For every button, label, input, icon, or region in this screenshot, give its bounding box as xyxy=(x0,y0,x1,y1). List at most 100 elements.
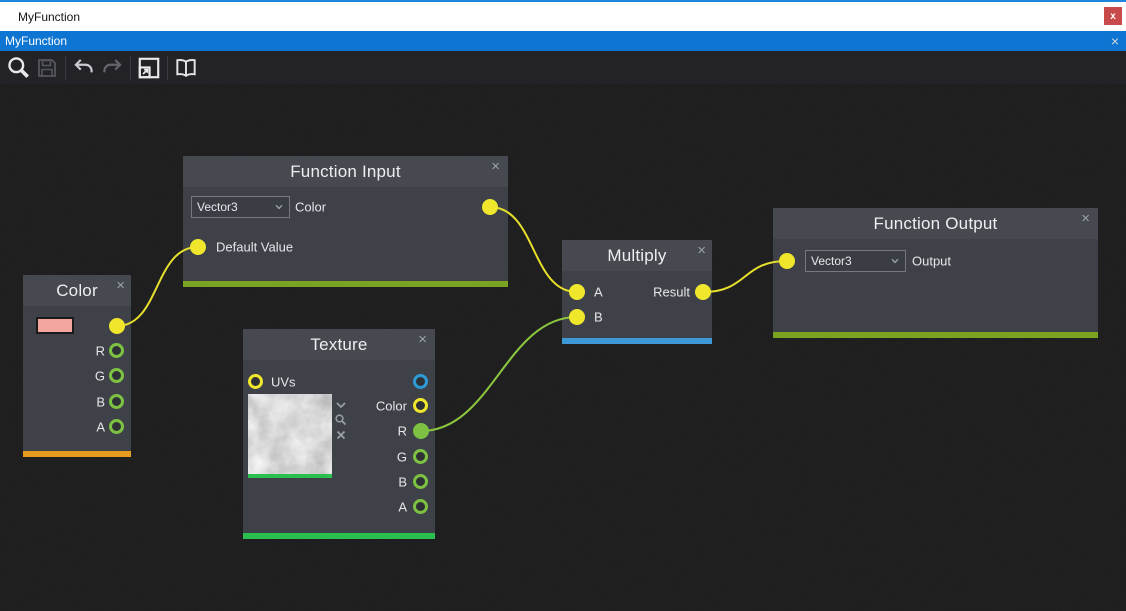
pin-label: Output xyxy=(912,253,952,269)
book-icon xyxy=(176,58,196,77)
pin-label: G xyxy=(94,368,105,384)
zoom-to-fit-icon xyxy=(138,57,160,78)
dropdown-value: Vector3 xyxy=(197,200,238,214)
save-icon xyxy=(38,58,56,77)
pin-label: A xyxy=(96,419,105,435)
toolbar-separator xyxy=(65,55,66,80)
node-header[interactable]: Function Output × xyxy=(773,208,1098,239)
color-swatch[interactable] xyxy=(36,317,74,334)
output-pin-a[interactable] xyxy=(109,419,124,434)
pin-label: G xyxy=(396,449,407,465)
x-icon xyxy=(336,430,346,440)
dropdown-value: Vector3 xyxy=(811,254,852,268)
pin-label: B xyxy=(594,309,603,325)
tab-title: MyFunction xyxy=(5,34,68,48)
output-pin-b[interactable] xyxy=(413,474,428,489)
input-pin-a[interactable] xyxy=(569,284,585,300)
toolbar-separator xyxy=(167,55,168,80)
node-header[interactable]: Multiply × xyxy=(562,240,712,271)
pin-label: B xyxy=(96,394,105,410)
input-pin-uvs[interactable] xyxy=(248,374,263,389)
close-icon[interactable]: × xyxy=(1081,210,1090,227)
zoom-to-fit-button[interactable] xyxy=(135,54,163,82)
node-texture[interactable]: Texture × UVs xyxy=(243,329,435,539)
output-pin-r[interactable] xyxy=(413,423,429,439)
output-pin-color[interactable] xyxy=(413,398,428,413)
redo-icon xyxy=(103,58,122,72)
preview-accent-bar xyxy=(248,474,332,478)
tab-myfunction[interactable]: MyFunction × xyxy=(0,31,1126,51)
search-icon xyxy=(8,56,29,78)
magnifier-icon xyxy=(335,414,347,426)
output-pin-result[interactable] xyxy=(695,284,711,300)
pin-label: A xyxy=(594,284,603,300)
redo-button[interactable] xyxy=(98,54,126,82)
output-pin-color[interactable] xyxy=(482,199,498,215)
node-header[interactable]: Function Input × xyxy=(183,156,508,187)
pin-label: Color xyxy=(295,199,327,215)
node-title: Texture xyxy=(310,334,368,354)
node-multiply[interactable]: Multiply × A B Result xyxy=(562,240,712,344)
node-accent-bar xyxy=(243,533,435,539)
search-button[interactable] xyxy=(5,54,33,82)
close-icon[interactable]: × xyxy=(697,242,706,259)
close-icon[interactable]: × xyxy=(418,331,427,348)
node-accent-bar xyxy=(773,332,1098,338)
tab-close-icon[interactable]: × xyxy=(1110,33,1119,49)
output-pin-rgba[interactable] xyxy=(109,318,125,334)
preview-inspect-button[interactable] xyxy=(334,413,348,427)
node-accent-bar xyxy=(23,451,131,457)
toolbar xyxy=(0,51,1126,84)
undo-button[interactable] xyxy=(70,54,98,82)
node-color[interactable]: Color × R G B A xyxy=(23,275,131,457)
node-title: Color xyxy=(56,280,98,300)
window-close-button[interactable]: x xyxy=(1104,7,1122,25)
toolbar-separator xyxy=(130,55,131,80)
pin-label: Color xyxy=(375,398,407,414)
window-titlebar[interactable]: MyFunction x xyxy=(0,2,1126,31)
preview-clear-button[interactable] xyxy=(334,428,348,442)
wire-texture-r-to-multiply-b[interactable] xyxy=(420,316,578,432)
documentation-button[interactable] xyxy=(172,54,200,82)
node-title: Function Output xyxy=(873,213,998,233)
window-title: MyFunction xyxy=(18,9,81,24)
output-pin-texture-object[interactable] xyxy=(413,374,428,389)
chevron-down-icon xyxy=(891,258,899,264)
texture-preview[interactable] xyxy=(248,394,332,478)
window-top-border xyxy=(0,0,1126,2)
node-accent-bar xyxy=(562,338,712,344)
close-icon[interactable]: × xyxy=(491,158,500,175)
output-pin-g[interactable] xyxy=(413,449,428,464)
node-accent-bar xyxy=(183,281,508,287)
close-icon[interactable]: × xyxy=(116,277,125,294)
close-icon: x xyxy=(1110,10,1116,22)
save-button[interactable] xyxy=(33,54,61,82)
node-header[interactable]: Texture × xyxy=(243,329,435,360)
graph-canvas[interactable]: Function Input × Vector3 Color Default V… xyxy=(0,84,1126,611)
input-pin-output[interactable] xyxy=(779,253,795,269)
pin-label: Result xyxy=(653,284,690,300)
pin-label: R xyxy=(95,343,105,359)
node-header[interactable]: Color × xyxy=(23,275,131,306)
input-pin-default-value[interactable] xyxy=(190,239,206,255)
input-pin-b[interactable] xyxy=(569,309,585,325)
type-dropdown[interactable]: Vector3 xyxy=(805,250,906,272)
node-title: Function Input xyxy=(290,161,401,181)
wire-layer xyxy=(116,206,788,432)
preview-collapse-button[interactable] xyxy=(334,398,348,412)
chevron-down-icon xyxy=(336,402,346,409)
pin-label: UVs xyxy=(271,374,296,390)
output-pin-r[interactable] xyxy=(109,343,124,358)
canvas-noise-texture xyxy=(0,84,1126,611)
pin-label: Default Value xyxy=(216,239,294,255)
output-pin-a[interactable] xyxy=(413,499,428,514)
type-dropdown[interactable]: Vector3 xyxy=(191,196,290,218)
node-title: Multiply xyxy=(607,245,667,265)
pin-label: B xyxy=(398,474,407,490)
node-function-output[interactable]: Function Output × Vector3 Output xyxy=(773,208,1098,338)
output-pin-b[interactable] xyxy=(109,394,124,409)
pin-label: A xyxy=(398,499,407,515)
node-function-input[interactable]: Function Input × Vector3 Color Default V… xyxy=(183,156,508,287)
output-pin-g[interactable] xyxy=(109,368,124,383)
undo-icon xyxy=(74,58,93,72)
